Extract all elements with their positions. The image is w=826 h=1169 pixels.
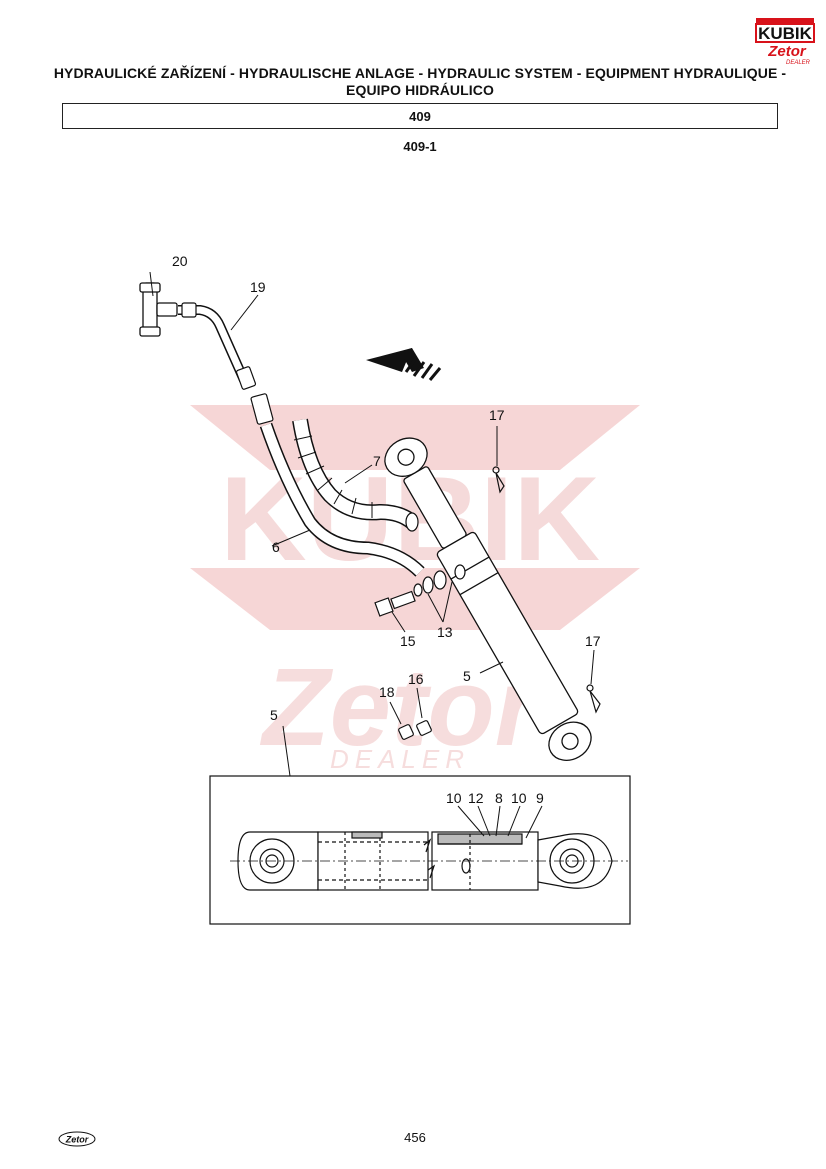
- callout-5-detail: 5: [270, 707, 278, 723]
- part-13-seal-washers: [413, 564, 466, 623]
- part-17-cotter-pin-right: [586, 649, 601, 714]
- detail-callout-10-right: 10: [511, 790, 527, 806]
- section-number: 409: [409, 108, 431, 124]
- logo-dealer-text: DEALER: [786, 60, 811, 66]
- watermark-dealer-text: DEALER: [330, 744, 470, 774]
- callout-19: 19: [250, 279, 266, 295]
- logo-zetor-text: Zetor: [767, 43, 807, 60]
- callout-18: 18: [379, 684, 395, 700]
- callout-7: 7: [373, 453, 381, 469]
- part-7-spiral-guard: [292, 418, 419, 532]
- part-17-cotter-pin-top: [492, 426, 505, 494]
- callout-6: 6: [272, 539, 280, 555]
- detail-callout-10-left: 10: [446, 790, 462, 806]
- callout-17-top: 17: [489, 407, 505, 423]
- callout-16: 16: [408, 671, 424, 687]
- part-15-banjo-bolt: [374, 590, 416, 633]
- callout-17-right: 17: [585, 633, 601, 649]
- callout-15: 15: [400, 633, 416, 649]
- callout-13: 13: [437, 624, 453, 640]
- direction-arrow-icon: [366, 348, 442, 381]
- page-title: HYDRAULICKÉ ZAŘÍZENÍ - HYDRAULISCHE ANLA…: [40, 65, 800, 99]
- logo-kubik-text: KUBIK: [758, 24, 813, 43]
- subsection-number: 409-1: [403, 139, 437, 154]
- part-16-plug: [416, 687, 432, 736]
- part-5-hydraulic-cylinder: [384, 437, 592, 761]
- callout-20: 20: [172, 253, 188, 269]
- section-number-box: 409: [62, 103, 778, 129]
- detail-callout-8: 8: [495, 790, 503, 806]
- part-18-plug: [389, 701, 414, 740]
- cylinder-section-detail: [209, 775, 631, 925]
- watermark-zetor-text: Zetor: [260, 646, 543, 769]
- part-6-hose: [250, 393, 425, 577]
- page-number: 456: [404, 1130, 426, 1145]
- kubik-zetor-logo: KUBIK Zetor DEALER: [754, 16, 816, 66]
- detail-callout-9: 9: [536, 790, 544, 806]
- part-19-pipe: [178, 294, 259, 390]
- detail-callout-12: 12: [468, 790, 484, 806]
- title-line-1: HYDRAULICKÉ ZAŘÍZENÍ - HYDRAULISCHE ANLA…: [53, 65, 787, 81]
- callout-5-cylinder: 5: [463, 668, 471, 684]
- footer-logo-text: Zetor: [65, 1135, 89, 1145]
- title-line-2: EQUIPO HIDRÁULICO: [346, 82, 494, 98]
- part-20-tee-fitting: [139, 271, 178, 337]
- footer-zetor-logo: Zetor: [58, 1131, 96, 1147]
